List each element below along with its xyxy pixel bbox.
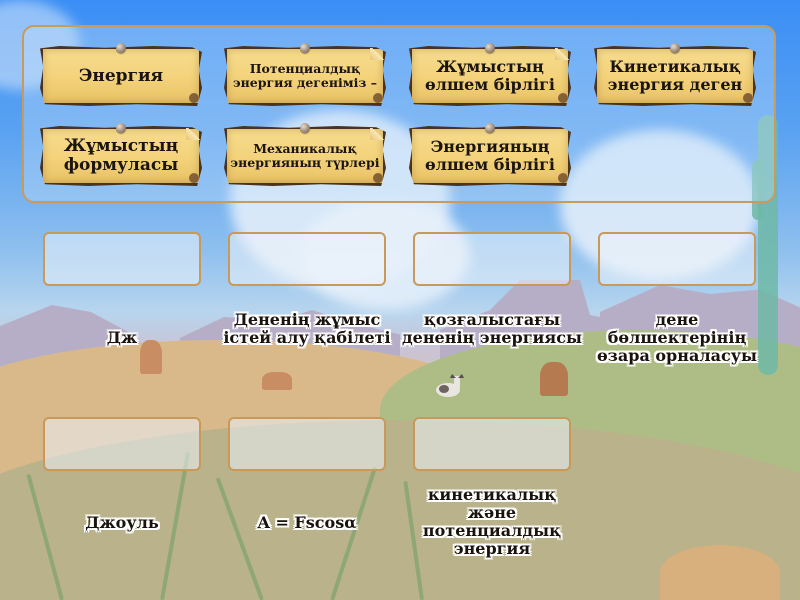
paper-curl-icon — [558, 173, 568, 183]
tile-work-unit[interactable]: Жұмыстың өлшем бірлігі — [409, 43, 571, 106]
rock — [660, 545, 780, 600]
drop-slot-3[interactable] — [413, 232, 571, 286]
paper-curl-icon — [373, 173, 383, 183]
target-caption: кинетикалық және потенциалдық энергия — [422, 485, 562, 558]
rock — [140, 340, 162, 374]
tile-label: Энергия — [78, 65, 164, 86]
pushpin-icon — [485, 43, 495, 53]
tile-work-formula[interactable]: Жұмыстың формуласы — [40, 123, 202, 186]
paper-curl-icon — [370, 48, 384, 60]
drop-slot-6[interactable] — [228, 417, 386, 471]
tile-mechanical-energy-types[interactable]: Механикалық энергияның түрлері — [224, 123, 386, 186]
goat-icon — [436, 374, 464, 397]
pushpin-icon — [670, 43, 680, 53]
drop-slot-4[interactable] — [598, 232, 756, 286]
rock — [262, 372, 292, 390]
tile-paper — [40, 46, 202, 106]
tile-label: Механикалық энергияның түрлері — [230, 141, 380, 170]
pushpin-icon — [116, 123, 126, 133]
pushpin-icon — [300, 123, 310, 133]
tile-potential-energy[interactable]: Потенциалдық энергия дегеніміз – — [224, 43, 386, 106]
paper-curl-icon — [555, 48, 569, 60]
paper-curl-icon — [743, 93, 753, 103]
tile-kinetic-energy[interactable]: Кинетикалық энергия деген — [594, 43, 756, 106]
target-caption: дене бөлшектерінің өзара орналасуы — [597, 310, 757, 365]
drop-slot-2[interactable] — [228, 232, 386, 286]
paper-curl-icon — [189, 93, 199, 103]
tile-label: Жұмыстың өлшем бірлігі — [425, 57, 555, 94]
tile-label: Потенциалдық энергия дегеніміз – — [233, 61, 377, 90]
pushpin-icon — [116, 43, 126, 53]
drop-slot-7[interactable] — [413, 417, 571, 471]
target-caption: A = Fscosα — [257, 513, 357, 532]
tile-energy[interactable]: Энергия — [40, 43, 202, 106]
paper-curl-icon — [189, 173, 199, 183]
target-caption: Дененің жұмыс істей алу қабілеті — [223, 310, 391, 347]
target-caption: қозғалыстағы дененің энергиясы — [402, 310, 583, 347]
paper-curl-icon — [558, 93, 568, 103]
tile-label: Жұмыстың формуласы — [63, 136, 179, 175]
drop-slot-1[interactable] — [43, 232, 201, 286]
tile-label: Кинетикалық энергия деген — [607, 57, 743, 94]
paper-curl-icon — [370, 128, 384, 140]
paper-curl-icon — [186, 128, 200, 140]
pushpin-icon — [300, 43, 310, 53]
paper-curl-icon — [373, 93, 383, 103]
tile-paper — [40, 126, 202, 186]
pushpin-icon — [485, 123, 495, 133]
rock — [540, 362, 568, 396]
tile-energy-unit[interactable]: Энергияның өлшем бірлігі — [409, 123, 571, 186]
target-caption: Дж — [106, 328, 138, 347]
tile-label: Энергияның өлшем бірлігі — [425, 137, 555, 174]
drop-slot-5[interactable] — [43, 417, 201, 471]
target-caption: Джоуль — [85, 513, 159, 532]
cactus — [752, 160, 764, 220]
